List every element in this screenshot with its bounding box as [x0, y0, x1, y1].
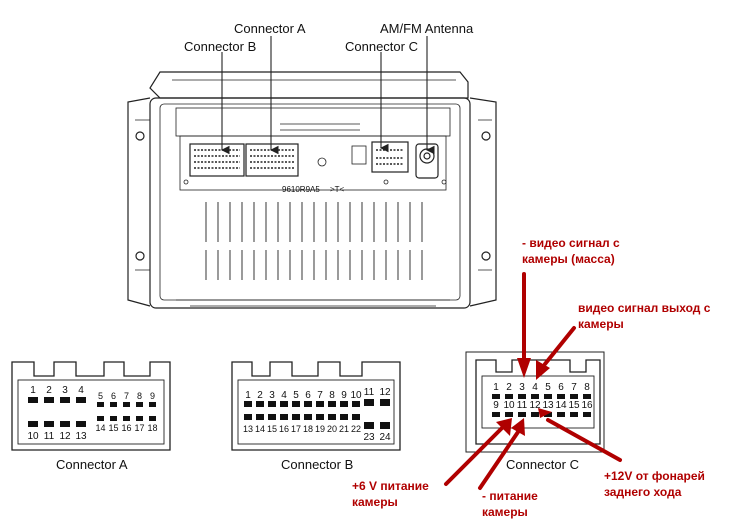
connector-a-drawing: [11, 361, 171, 451]
annotation-arrows: [444, 272, 622, 490]
pin-label: 13: [75, 431, 87, 442]
pin-label: 13: [242, 424, 253, 434]
pin-label: 24: [379, 432, 391, 443]
pin-label: 11: [43, 431, 55, 442]
label-connector-c: Connector C: [345, 39, 418, 54]
pin-label: 15: [568, 400, 580, 411]
pin-label: 16: [581, 400, 593, 411]
pin-label: 11: [363, 387, 375, 398]
pin-label: 6: [110, 391, 116, 401]
pin-label: 2: [506, 382, 512, 393]
pin-label: 17: [290, 424, 301, 434]
pin-label: 22: [350, 424, 361, 434]
annotation-line: видео сигнал выход с: [578, 301, 711, 315]
pin-label: 15: [266, 424, 277, 434]
pin-label: 3: [62, 385, 68, 396]
pin-label: 8: [136, 391, 142, 401]
pin-label: 7: [317, 390, 323, 401]
pin-label: 5: [545, 382, 551, 393]
pin-label: 10: [350, 390, 362, 401]
pin-label: 18: [147, 423, 158, 433]
annotation-line: камеры: [578, 317, 624, 331]
pin-label: 5: [293, 390, 299, 401]
pin-label: 9: [341, 390, 347, 401]
annotation-line: камеры: [482, 505, 528, 519]
pin-label: 12: [379, 387, 391, 398]
label-leaders: [220, 36, 435, 155]
pin-label: 12: [59, 431, 71, 442]
pin-label: 9: [493, 400, 499, 411]
pin-label: 1: [245, 390, 251, 401]
pin-label: 9: [149, 391, 155, 401]
annotation-plus6v: +6 V питание камеры: [352, 478, 429, 510]
caption-connector-b: Connector B: [281, 457, 354, 472]
pin-label: 14: [254, 424, 265, 434]
connector-a-pins: [28, 397, 156, 427]
pin-label: 4: [532, 382, 538, 393]
label-connector-a: Connector A: [234, 21, 306, 36]
caption-connector-a: Connector A: [56, 457, 128, 472]
label-am-fm-antenna: AM/FM Antenna: [380, 21, 474, 36]
head-unit: [127, 71, 497, 309]
pin-label: 3: [269, 390, 275, 401]
pin-label: 8: [329, 390, 335, 401]
pin-label: 14: [95, 423, 106, 433]
pin-label: 4: [281, 390, 287, 401]
connector-c-pins: [492, 394, 591, 417]
pin-label: 2: [46, 385, 52, 396]
pin-label: 6: [558, 382, 564, 393]
pin-label: 6: [305, 390, 311, 401]
pin-label: 10: [27, 431, 39, 442]
annotation-line: - питание: [482, 489, 538, 503]
pin-label: 21: [338, 424, 349, 434]
annotation-video-out: видео сигнал выход с камеры: [578, 300, 710, 332]
connector-b-drawing: [231, 361, 401, 451]
pin-label: 7: [123, 391, 129, 401]
pin-label: 16: [278, 424, 289, 434]
pin-label: 16: [121, 423, 132, 433]
annotation-minus-power: - питание камеры: [482, 488, 538, 520]
pin-label: 14: [555, 400, 567, 411]
pin-label: 18: [302, 424, 313, 434]
annotation-line: заднего хода: [604, 485, 682, 499]
pin-label: 1: [493, 382, 499, 393]
annotation-line: - видео сигнал с: [522, 236, 620, 250]
caption-connector-c: Connector C: [506, 457, 579, 472]
label-connector-b: Connector B: [184, 39, 257, 54]
pin-label: 12: [529, 400, 541, 411]
pin-label: 23: [363, 432, 375, 443]
pin-label: 8: [584, 382, 590, 393]
pin-label: 1: [30, 385, 36, 396]
pin-label: 2: [257, 390, 263, 401]
pin-label: 5: [97, 391, 103, 401]
pin-label: 4: [78, 385, 84, 396]
pin-label: 13: [542, 400, 554, 411]
pin-label: 20: [326, 424, 337, 434]
annotation-plus12v: +12V от фонарей заднего хода: [604, 468, 705, 500]
pin-label: 10: [503, 400, 515, 411]
pin-label: 3: [519, 382, 525, 393]
pin-label: 7: [571, 382, 577, 393]
pin-label: 19: [314, 424, 325, 434]
pin-label: 11: [516, 400, 528, 411]
connector-b-pins: [244, 399, 390, 429]
annotation-line: +6 V питание: [352, 479, 429, 493]
annotation-line: камеры: [352, 495, 398, 509]
annotation-video-ground: - видео сигнал с камеры (масса): [522, 235, 620, 267]
device-symbol: >T<: [330, 185, 345, 194]
device-code: 9610R9A5: [282, 185, 320, 194]
annotation-line: +12V от фонарей: [604, 469, 705, 483]
annotation-line: камеры (масса): [522, 252, 615, 266]
pin-label: 15: [108, 423, 119, 433]
pin-label: 17: [134, 423, 145, 433]
